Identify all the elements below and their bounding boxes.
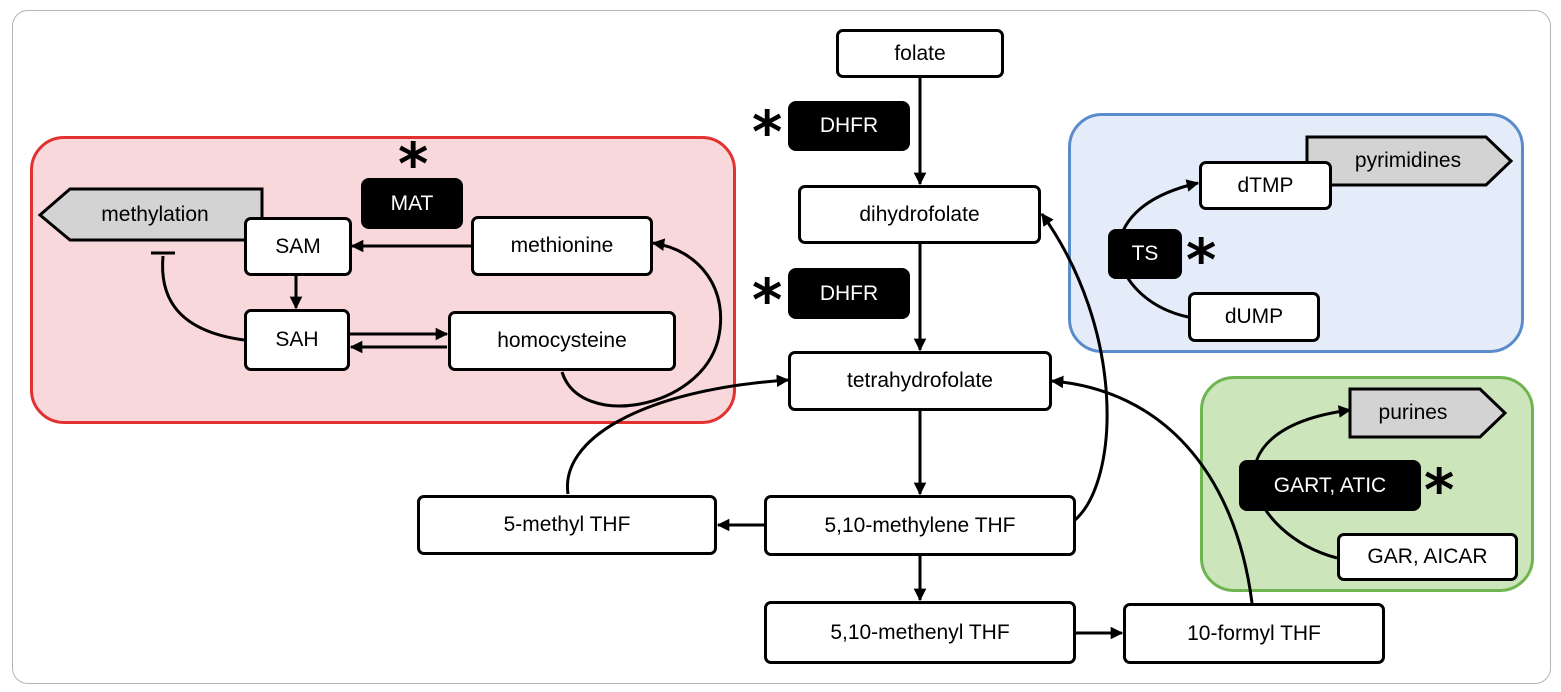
ts-enzyme: TS [1108, 229, 1182, 279]
arrow-methylene-thf-to-dihydrofolate [1040, 212, 1109, 522]
homocysteine-node: homocysteine [448, 311, 676, 371]
methylation-label: methylation [101, 202, 209, 226]
dhfr-enzyme-1: DHFR [788, 101, 910, 151]
purines-output-arrow [1348, 387, 1508, 439]
formyl-thf-node: 10-formyl THF [1123, 603, 1385, 664]
sam-node: SAM [244, 217, 352, 276]
arrow-methyl-thf-to-tetrahydrofolate [565, 374, 790, 495]
ts-marker: * [1186, 226, 1217, 294]
methylene-thf-node: 5,10-methylene THF [764, 495, 1076, 556]
arrow-homocysteine-to-methionine [560, 238, 723, 408]
methyl-thf-node: 5-methyl THF [417, 495, 717, 555]
dhfr-2-marker: * [752, 266, 783, 334]
gar-aicar-node: GAR, AICAR [1337, 533, 1518, 581]
gart-atic-marker: * [1424, 456, 1455, 524]
gart-atic-enzyme: GART, ATIC [1239, 460, 1421, 511]
sah-node: SAH [244, 309, 350, 371]
pyrimidines-label: pyrimidines [1354, 149, 1462, 172]
methionine-node: methionine [471, 216, 653, 276]
folate-node: folate [836, 29, 1004, 78]
dtmp-node: dTMP [1199, 161, 1332, 210]
arrow-formyl-thf-to-tetrahydrofolate [1050, 375, 1254, 604]
dihydrofolate-node: dihydrofolate [798, 185, 1041, 244]
mat-marker: * [398, 130, 429, 198]
tetrahydrofolate-node: tetrahydrofolate [788, 351, 1052, 411]
dhfr-1-marker: * [752, 98, 783, 166]
purines-label: purines [1378, 401, 1448, 424]
mat-enzyme: MAT [361, 178, 463, 229]
inhibition-sah-to-methylation [161, 255, 245, 342]
methylation-output-arrow [37, 187, 264, 242]
dump-node: dUMP [1188, 292, 1320, 342]
methenyl-thf-node: 5,10-methenyl THF [764, 601, 1076, 664]
figure-frame [12, 10, 1551, 684]
dhfr-enzyme-2: DHFR [788, 268, 910, 319]
